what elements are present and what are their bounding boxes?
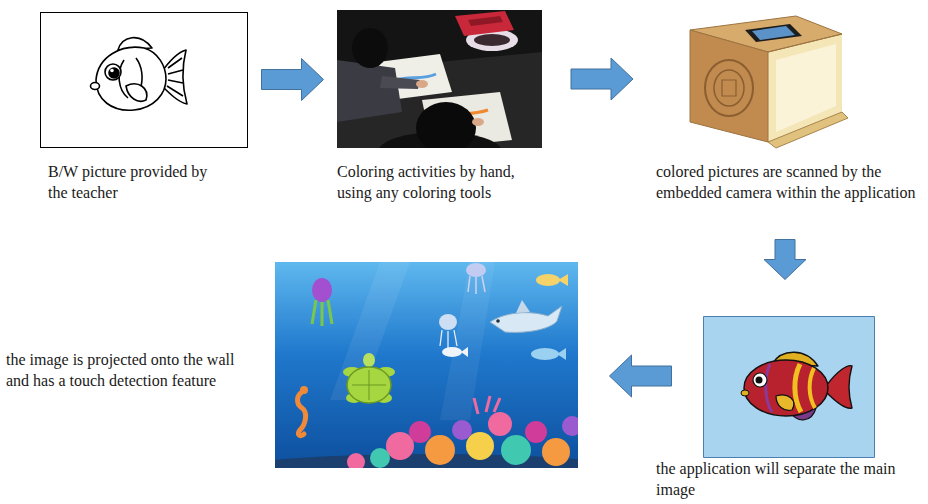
scanner-box-part [768, 34, 842, 142]
separated-fish-panel-part [826, 366, 852, 409]
bw-fish-picture-part-part [96, 47, 166, 110]
bw-fish-picture-part-part [119, 60, 128, 98]
coloring-photo-part [468, 16, 503, 26]
separated-fish-panel [704, 317, 875, 458]
underwater-projection-part [474, 396, 500, 414]
underwater-projection-part [312, 300, 332, 326]
coloring-photo-part [455, 11, 514, 36]
underwater-projection-part [352, 370, 386, 400]
separated-image-node: the application will separate the main i… [703, 316, 875, 458]
underwater-projection-part [386, 432, 414, 460]
coloring-photo-part [474, 34, 510, 46]
bw-fish-picture-part-part [167, 58, 183, 96]
underwater-projection-part [496, 319, 500, 323]
caption-text: colored pictures are scanned by the embe… [656, 161, 918, 203]
projection-node: the image is projected onto the wall and… [275, 262, 578, 468]
caption-text: B/W picture provided by the teacher [48, 161, 228, 203]
underwater-projection-part [536, 274, 560, 286]
underwater-projection-part [488, 412, 512, 436]
coloring-photo-part [352, 28, 388, 68]
underwater-projection-part [466, 432, 494, 460]
separated-fish-panel-part [741, 390, 749, 396]
underwater-projection-part [363, 353, 375, 367]
underwater-projection-part [347, 367, 391, 403]
separated-fish-panel-part [795, 364, 801, 412]
underwater-projection-part [300, 386, 308, 394]
block-arrow [610, 355, 672, 397]
separated-fish-panel-part [704, 317, 875, 458]
underwater-projection-part [440, 262, 495, 420]
scanner-box-part [722, 80, 736, 96]
scanner-box-part [745, 24, 802, 42]
underwater-projection-part [370, 448, 390, 468]
caption-text: the image is projected onto the wall and… [6, 349, 248, 391]
underwater-projection-part [501, 435, 531, 465]
underwater-projection-part [531, 348, 559, 360]
underwater-projection-part [298, 392, 306, 436]
coloring-photo-part [472, 118, 484, 126]
underwater-projection-part [542, 438, 570, 466]
underwater-projection-part [347, 453, 365, 468]
separated-fish-panel-part [810, 368, 815, 408]
underwater-projection-part [562, 416, 578, 436]
bw-fish-picture-part [41, 13, 248, 148]
underwater-projection-part [466, 263, 486, 277]
scanner-box [690, 16, 848, 148]
bw-fish-picture-part-part [110, 69, 114, 73]
separated-fish-panel-part [753, 373, 767, 387]
underwater-projection-part [452, 420, 472, 440]
bw-picture-node: B/W picture provided by the teacher [40, 12, 248, 148]
underwater-projection-part [409, 421, 431, 443]
underwater-projection-part [461, 347, 468, 357]
separated-fish-panel-part [756, 377, 763, 384]
block-arrow [571, 58, 633, 100]
scanner-box-part [752, 26, 795, 40]
separated-fish-panel-part [776, 395, 794, 410]
bw-fish-picture-part-part [109, 68, 119, 78]
coloring-photo-node: Coloring activities by hand, using any c… [337, 10, 542, 148]
scanner-node: colored pictures are scanned by the embe… [662, 10, 900, 148]
underwater-projection-part [425, 435, 455, 465]
underwater-projection-part [557, 348, 566, 360]
coloring-photo-part [416, 80, 428, 88]
caption-text: Coloring activities by hand, using any c… [337, 161, 529, 203]
bw-fish-picture-part-part [126, 84, 147, 101]
bw-fish-picture-part [91, 38, 188, 111]
underwater-projection-part [516, 300, 530, 313]
underwater-projection-part [558, 274, 568, 286]
coloring-photo-part [380, 76, 420, 89]
underwater-projection-part [275, 262, 578, 468]
separated-fish-panel-part [744, 360, 828, 416]
underwater-projection-part [439, 314, 457, 330]
bw-fish-picture [41, 13, 248, 148]
scanner-box-part [690, 30, 768, 142]
underwater-projection-part [525, 421, 547, 443]
coloring-photo-part [337, 60, 402, 122]
scanner-box-part [705, 60, 753, 116]
underwater-projection [275, 262, 578, 468]
block-arrow [764, 240, 806, 280]
bw-fish-picture-part-part [105, 64, 121, 80]
underwater-projection-part [468, 276, 485, 294]
scanner-box-part [768, 112, 848, 148]
underwater-projection-part [442, 347, 462, 357]
underwater-projection-part [312, 278, 332, 302]
bw-fish-picture-part-part [91, 83, 100, 90]
scanner-box-part [768, 34, 842, 52]
coloring-photo [337, 10, 542, 148]
caption-text: the application will separate the main i… [656, 458, 924, 500]
coloring-photo-part [416, 102, 476, 148]
scanner-box-part [714, 70, 744, 106]
underwater-projection-part [440, 330, 457, 348]
separated-fish-panel-part [766, 364, 772, 412]
block-arrow [262, 59, 324, 101]
